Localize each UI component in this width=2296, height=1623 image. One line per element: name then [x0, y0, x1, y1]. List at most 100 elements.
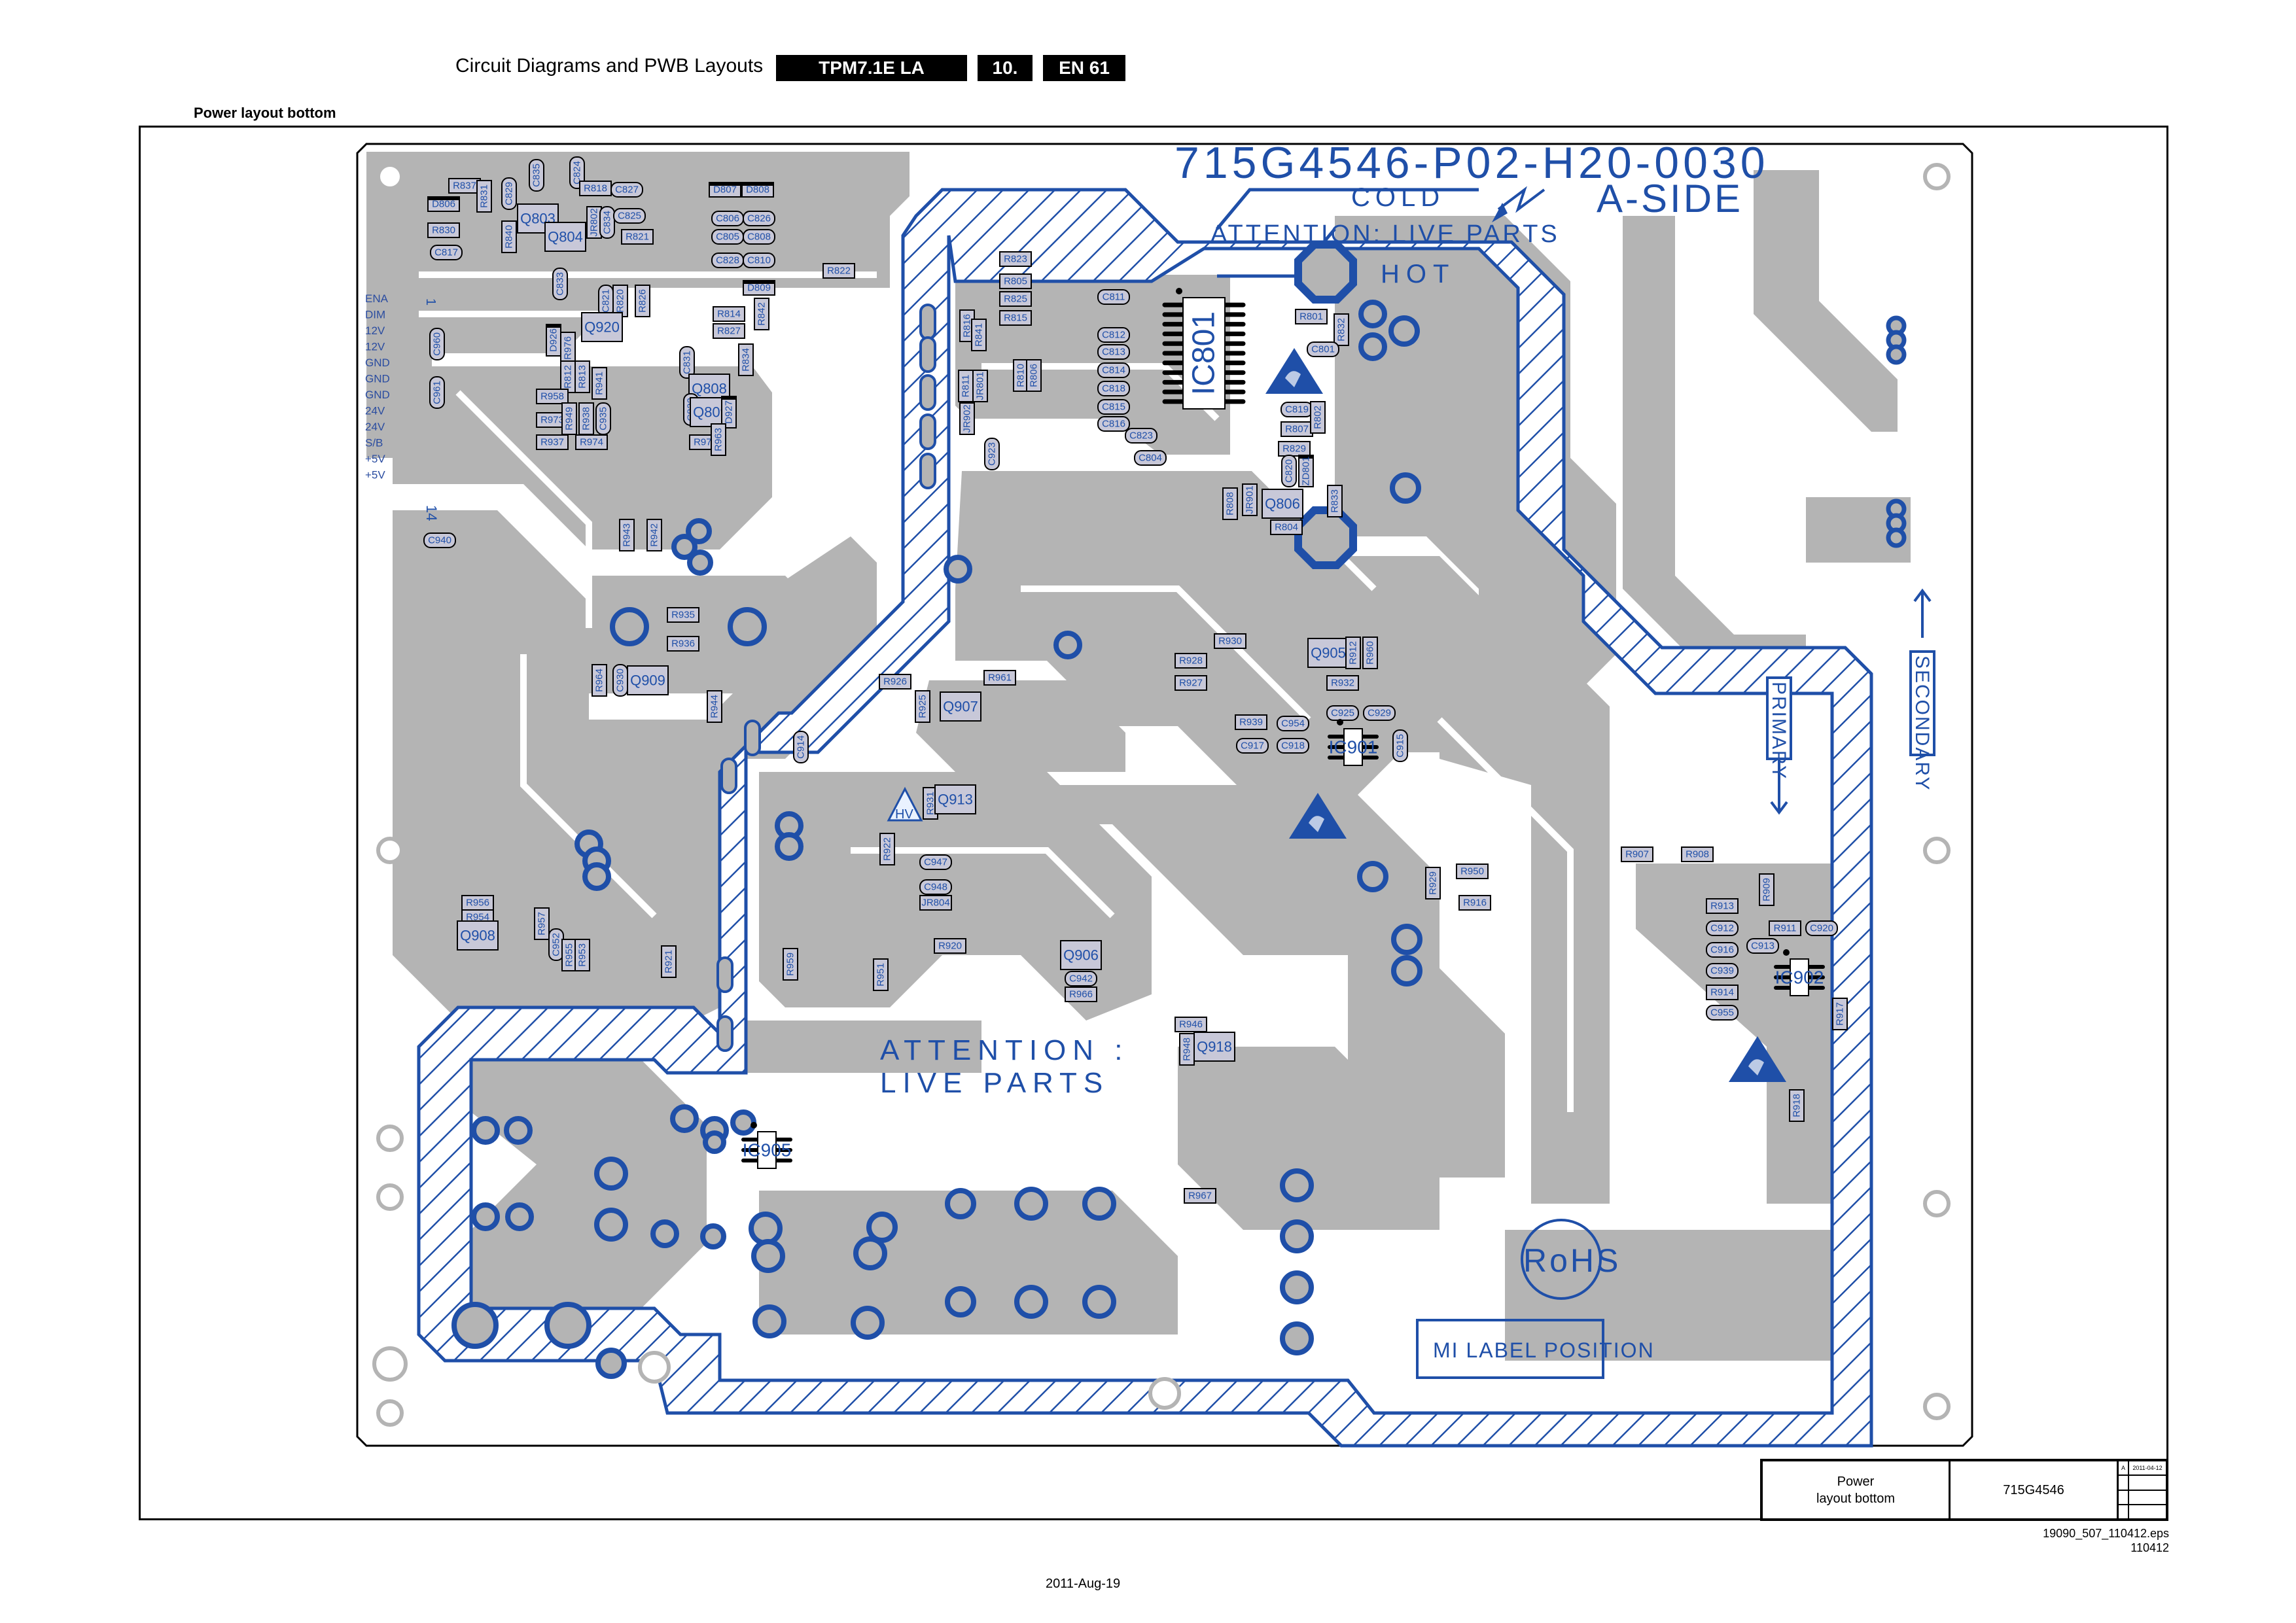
through-hole-pad [1082, 1187, 1116, 1221]
component-c834: C834 [599, 206, 615, 239]
component-label: R820 [615, 289, 626, 313]
component-label: C942 [1069, 973, 1093, 985]
connector-pin-label: 12V [365, 341, 385, 353]
through-hole-pad [728, 607, 767, 646]
ic-label: IC801 [1187, 311, 1222, 395]
revision-date: 2011-04-12 [2129, 1461, 2166, 1476]
through-hole-pad [1280, 1168, 1314, 1202]
secondary-indicator: SECONDARY [1909, 588, 1935, 792]
through-hole-pad [505, 1202, 534, 1231]
through-hole-pad [730, 1109, 756, 1136]
component-q909: Q909 [627, 665, 669, 695]
through-hole-pad [1082, 1285, 1116, 1319]
component-r821: R821 [621, 229, 654, 245]
component-c814: C814 [1097, 362, 1130, 378]
component-r805: R805 [999, 273, 1032, 289]
through-hole-pad [650, 1219, 679, 1248]
component-label: R813 [577, 365, 588, 389]
component-label: R807 [1285, 424, 1309, 435]
component-r833: R833 [1327, 485, 1343, 517]
title-block-description-line2: layout bottom [1816, 1491, 1896, 1506]
component-label: D806 [432, 199, 455, 210]
component-c952: C952 [548, 928, 564, 961]
component-label: R957 [537, 912, 548, 935]
ic-ic902: IC902 [1774, 949, 1825, 996]
component-r815: R815 [999, 310, 1032, 326]
component-label: R951 [875, 963, 887, 986]
ic-ic901: IC901 [1328, 719, 1379, 766]
component-label: Q920 [584, 319, 620, 336]
component-label: R931 [925, 792, 936, 815]
component-label: Q907 [943, 699, 978, 715]
component-label: C814 [1102, 365, 1125, 376]
component-c833: C833 [552, 268, 568, 300]
component-label: R814 [717, 309, 741, 320]
component-label: C808 [747, 232, 771, 243]
component-label: R912 [1348, 641, 1359, 665]
component-label: C929 [1368, 708, 1391, 719]
component-label: C824 [572, 161, 583, 184]
component-label: C833 [555, 272, 566, 296]
component-label: D926 [548, 328, 559, 352]
component-r937: R937 [536, 434, 569, 450]
mounting-hole [376, 1125, 404, 1152]
through-hole-pad [451, 1302, 499, 1349]
through-hole-pad [749, 1212, 783, 1246]
component-label: R827 [717, 326, 741, 337]
connector-pin-label: 24V [365, 421, 385, 433]
through-hole-pad [594, 1208, 628, 1242]
component-label: R830 [432, 225, 455, 236]
component-q906: Q906 [1060, 940, 1102, 970]
slot-pad [716, 956, 733, 993]
component-label: R918 [1792, 1094, 1803, 1117]
component-label: R959 [785, 952, 796, 976]
through-hole-pad [945, 1188, 976, 1219]
rohs-label: RoHS [1523, 1242, 1621, 1279]
component-label: R909 [1761, 878, 1773, 901]
board-part-number: 715G4546-P02-H20-0030 [1174, 138, 1769, 188]
component-r958: R958 [536, 389, 569, 404]
component-label: C961 [432, 381, 443, 404]
component-label: C801 [1311, 344, 1335, 355]
mounting-hole [376, 1183, 404, 1211]
component-label: Q913 [938, 792, 973, 808]
component-label: R921 [663, 950, 675, 973]
component-label: R908 [1686, 849, 1709, 860]
through-hole-pad [1280, 1321, 1314, 1355]
through-hole-pad [1014, 1285, 1048, 1319]
component-label: R805 [1004, 276, 1027, 287]
component-label: R922 [882, 837, 893, 861]
component-c923: C923 [984, 438, 1000, 470]
ic-label: IC905 [743, 1140, 792, 1161]
component-c818: C818 [1097, 381, 1130, 396]
component-r913: R913 [1706, 898, 1739, 914]
component-label: C806 [716, 213, 739, 224]
component-label: JR801 [975, 372, 986, 400]
component-label: C914 [796, 735, 807, 759]
component-label: C816 [1102, 419, 1125, 430]
component-label: C813 [1102, 347, 1125, 358]
through-hole-pad [1053, 631, 1082, 659]
mounting-hole [372, 1346, 408, 1382]
ic-label: IC902 [1775, 968, 1824, 988]
through-hole-pad [1014, 1187, 1048, 1221]
mounting-hole [376, 1399, 404, 1427]
component-jr804: JR804 [919, 895, 952, 911]
component-c916: C916 [1706, 942, 1739, 958]
component-r802: R802 [1310, 401, 1326, 434]
title-block-drawing-number: 715G4546 [1951, 1461, 2119, 1518]
secondary-label: SECONDARY [1911, 655, 1933, 792]
component-label: JR802 [589, 208, 600, 236]
through-hole-pad [1280, 1270, 1314, 1304]
lightning-icon [1497, 186, 1545, 213]
component-label: R822 [827, 266, 851, 277]
footer-date: 2011-Aug-19 [1046, 1577, 1121, 1591]
through-hole-pad [1391, 955, 1422, 986]
component-label: C912 [1710, 923, 1734, 934]
file-code: 110412 [2130, 1541, 2169, 1554]
component-label: R802 [1313, 406, 1324, 429]
drawing-frame [139, 126, 2168, 1520]
component-c824: C824 [569, 156, 585, 189]
through-hole-pads [451, 241, 1907, 1379]
